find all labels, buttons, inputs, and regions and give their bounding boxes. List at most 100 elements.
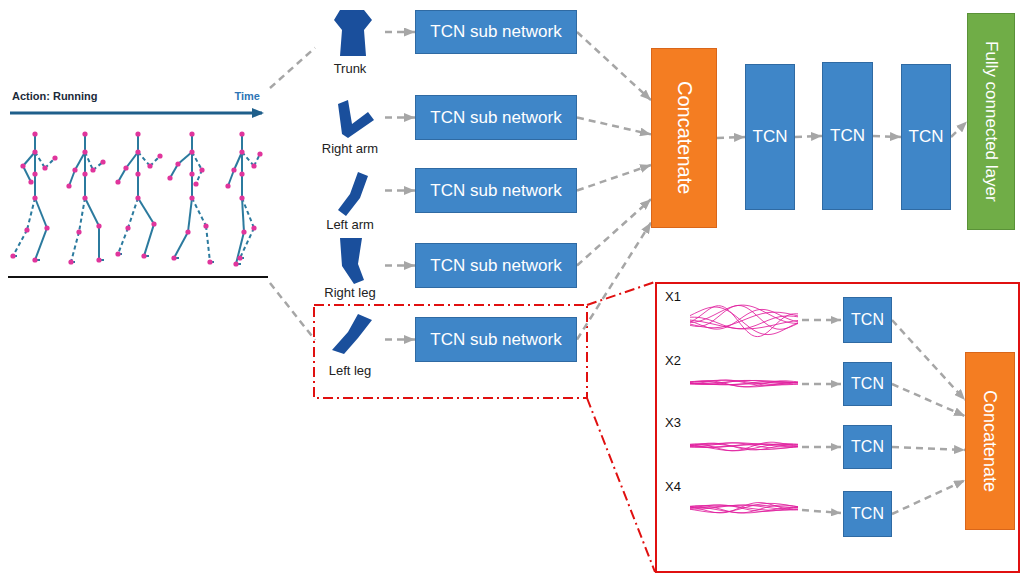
joint-dot [207, 259, 212, 264]
bone [188, 198, 192, 232]
joint-dot [237, 255, 242, 260]
bone [236, 232, 244, 264]
body-part-icon: Right leg [315, 236, 385, 302]
dashed-connector [717, 137, 745, 138]
bone [126, 152, 138, 168]
part-label: Right leg [315, 286, 385, 301]
joint-signals [690, 305, 798, 513]
signal-arrow [802, 383, 841, 386]
joint-dot [82, 171, 87, 176]
action-illustration: Action: RunningTime [8, 88, 270, 283]
joint-dot [151, 221, 156, 226]
annotation-text: X4 [665, 480, 681, 495]
joint-dot [171, 255, 176, 260]
joint-dot [233, 261, 238, 266]
body-part-silhouette [315, 170, 385, 218]
body-part-silhouette [315, 236, 385, 286]
box-label: TCN [909, 127, 944, 147]
joint-dot [251, 225, 256, 230]
part-label: Left arm [315, 218, 385, 233]
annotation-text: X3 [665, 416, 681, 431]
joint-dot [32, 131, 37, 136]
tcn-box: TCN [843, 491, 892, 537]
joint-dot [239, 195, 244, 200]
joint-dot [32, 171, 37, 176]
bone [138, 152, 150, 166]
signal-curve [690, 305, 798, 329]
tcn-box: TCN [843, 425, 892, 469]
joint-dot [135, 195, 140, 200]
tcn-box: TCN [822, 62, 873, 210]
box-label: TCN [830, 126, 865, 146]
joint-dot [82, 131, 87, 136]
signal-arrow [802, 510, 841, 513]
annotation-text: Time [235, 90, 260, 103]
part-label: Right arm [315, 142, 385, 157]
bone [75, 152, 85, 170]
bone [138, 198, 154, 224]
bone [178, 152, 192, 164]
joint-dot [20, 163, 25, 168]
dashed-connector [270, 283, 315, 340]
bone [23, 166, 31, 182]
bone [192, 198, 206, 226]
dashed-connector [385, 264, 415, 267]
joint-dot [76, 229, 81, 234]
joint-dot [82, 195, 87, 200]
ground-line [8, 276, 268, 278]
box-label: TCN [851, 375, 884, 393]
bone [35, 198, 47, 228]
body-part-silhouette [315, 98, 385, 142]
joint-dot [157, 153, 162, 158]
dashed-connector [577, 32, 651, 100]
joint-dot [241, 229, 246, 234]
box-label: TCN sub network [430, 181, 561, 201]
joint-dot [141, 253, 146, 258]
bone [35, 228, 47, 260]
tcn-subnetwork-box: TCN sub network [415, 168, 577, 213]
body-part-shape [334, 10, 372, 56]
joint-dot [175, 161, 180, 166]
box-label: TCN sub network [430, 108, 561, 128]
zoom-frame [314, 305, 587, 398]
skeleton-figures [10, 131, 262, 266]
dashed-connector [892, 480, 965, 514]
bone [144, 224, 154, 256]
body-part-shape [338, 100, 374, 138]
body-part-icon: Trunk [315, 6, 385, 82]
annotation-text: X1 [665, 290, 681, 305]
tcn-box: TCN [901, 64, 951, 210]
body-part-icon: Right arm [315, 98, 385, 162]
joint-dot [32, 257, 37, 262]
box-label: TCN sub network [430, 22, 561, 42]
bone [241, 134, 243, 152]
dashed-connector [873, 136, 901, 137]
box-label: TCN [851, 311, 884, 329]
fully-connected-box: Fully connected layer [967, 13, 1015, 230]
joint-dot [251, 163, 256, 168]
bone [242, 198, 254, 228]
joint-dot [68, 259, 73, 264]
bone [242, 152, 254, 166]
bone [240, 228, 254, 258]
joint-dot [147, 163, 152, 168]
zoom-line [587, 282, 655, 305]
joint-dot [32, 149, 37, 154]
joint-dot [96, 223, 101, 228]
joint-dot [32, 195, 37, 200]
body-part-shape [338, 172, 368, 216]
signal-curve [690, 442, 798, 450]
joint-dot [135, 171, 140, 176]
joint-dot [115, 179, 120, 184]
bone [71, 232, 79, 262]
joint-dot [52, 155, 57, 160]
dashed-connector [577, 118, 651, 135]
joint-dot [90, 167, 95, 172]
annotation-text: X2 [665, 354, 681, 369]
dashed-connector [385, 116, 415, 119]
tcn-subnetwork-box: TCN sub network [415, 243, 577, 288]
joint-dot [72, 167, 77, 172]
joint-dot [96, 257, 101, 262]
bone [85, 152, 93, 170]
body-part-shape [340, 238, 364, 284]
